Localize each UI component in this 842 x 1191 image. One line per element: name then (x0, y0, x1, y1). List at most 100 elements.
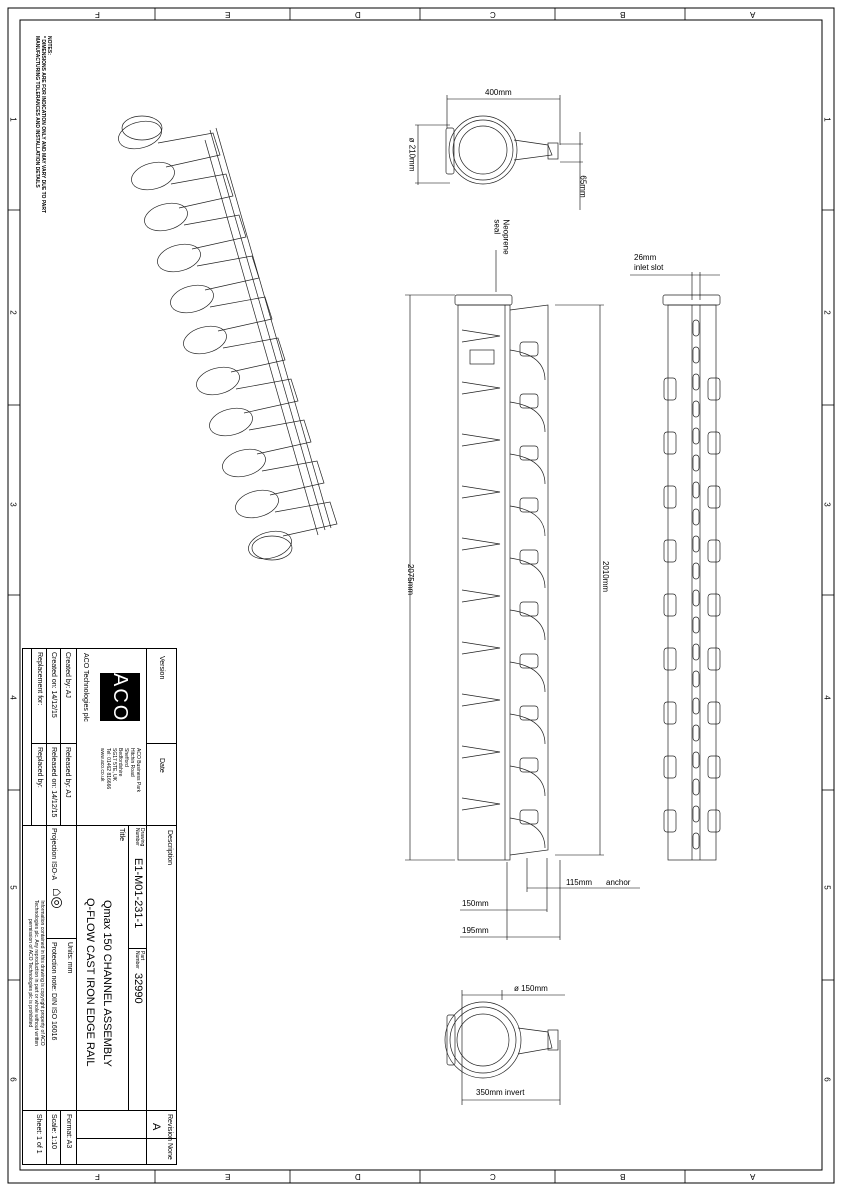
pipe-segment (248, 530, 292, 560)
rib (461, 485, 501, 499)
dim-end-width: 400mm (485, 88, 512, 97)
name-label: None (166, 1143, 173, 1160)
pipe-segment (157, 243, 201, 273)
seal-flange (454, 294, 513, 306)
pipe-segment (131, 161, 175, 191)
notes-line: MANUFACTURING TOLERANCES AND INSTALLATIO… (34, 36, 40, 188)
grid-letter: C (490, 10, 496, 19)
grid-letter: D (355, 1172, 361, 1181)
slot-opening (692, 616, 700, 634)
anchor-lug (519, 393, 539, 409)
side-lug (707, 701, 721, 725)
address-line: Bedfordshire (117, 748, 123, 777)
grid-letter: B (620, 1172, 626, 1181)
description-label: Description (166, 830, 173, 866)
channel-web (248, 419, 312, 455)
dim-outlet-diameter: ø 150mm (514, 984, 548, 993)
label-plate (469, 349, 495, 365)
side-lug (663, 377, 677, 401)
side-lug (707, 485, 721, 509)
dim-anchor-label: anchor (606, 878, 631, 887)
copyright-line: Technologies plc. Any reproduction in pa… (33, 899, 39, 1047)
side-lug (663, 701, 677, 725)
grid-number: 4 (822, 695, 832, 700)
rib (461, 745, 501, 759)
rib (461, 797, 501, 811)
sheet: Sheet: 1 of 1 (35, 1114, 42, 1154)
channel-web (222, 337, 286, 373)
grid-letter: F (95, 10, 100, 19)
grid-letter: E (225, 1172, 231, 1181)
arch (509, 349, 546, 381)
telephone: Tel: 01462 816666 (105, 748, 111, 790)
side-lug (707, 809, 721, 833)
channel-web (170, 173, 234, 209)
projection: Projection ISO-A (50, 828, 57, 881)
rib (461, 641, 501, 655)
copyright-notice: Information contained in this drawing is… (27, 848, 45, 1098)
grid-number: 6 (8, 1077, 18, 1082)
copyright-line: Information contained in this drawing is… (39, 900, 45, 1046)
anchor-lug (519, 809, 539, 825)
pipe-segment (196, 366, 240, 396)
created-on: Created on: 14/12/15 (50, 652, 57, 718)
channel-web (209, 296, 273, 332)
version-label: Version (158, 656, 165, 680)
replaced-by: Replaced by: (36, 747, 43, 788)
slot-opening (692, 697, 700, 715)
slot-opening (692, 454, 700, 472)
edge-rail (215, 127, 332, 529)
slot-opening (692, 427, 700, 445)
dimension-lines (405, 95, 720, 1105)
revision-value: A (150, 1123, 162, 1131)
slot-opening (692, 319, 700, 337)
slot-opening (692, 589, 700, 607)
dim-body-length: 2010mm (601, 560, 611, 593)
slot-opening (692, 481, 700, 499)
channel-body (457, 304, 511, 861)
side-lug (707, 431, 721, 455)
arch (509, 505, 546, 537)
dim-slot: 26mm inlet slot (634, 253, 663, 273)
slot-opening (692, 724, 700, 742)
dim-seal: Neoprene seal (493, 219, 511, 254)
channel-web (196, 255, 260, 291)
pipe-end (121, 115, 163, 141)
grid-letter: E (225, 10, 231, 19)
dim-width-195: 195mm (462, 926, 489, 935)
rib (461, 433, 501, 447)
released-by: Released by: AJ (64, 747, 71, 798)
address-line: SG17 5TE, UK (111, 748, 117, 782)
units: Units: mm (66, 942, 73, 974)
anchor-lug (519, 445, 539, 461)
grid-letter: F (95, 1172, 100, 1181)
notes: NOTES: * DIMENSIONS ARE FOR INDICATION O… (22, 36, 52, 214)
slot-label: inlet slot (634, 263, 664, 272)
title-line-2: Q-FLOW CAST IRON EDGE RAIL (84, 898, 96, 1067)
grid-letter: A (750, 10, 756, 19)
dim-width-150: 150mm (462, 899, 489, 908)
slot-opening (692, 400, 700, 418)
company-name: ACO Technologies plc (82, 653, 89, 722)
grid-number: 2 (8, 310, 18, 315)
end-view-top (445, 115, 559, 185)
dim-end-diameter: ø 210mm (407, 137, 417, 172)
notes-heading: NOTES: (46, 36, 52, 55)
arch (509, 817, 546, 849)
slot-width: 26mm (634, 253, 657, 262)
copyright-line: permission of ACO Technologies plc is pr… (27, 918, 33, 1028)
channel-web (261, 460, 325, 496)
title-block: Version Date Description Revision A None… (22, 648, 177, 1165)
rail-section (509, 304, 549, 856)
slot-opening (692, 535, 700, 553)
revision-label: Revision (166, 1114, 173, 1141)
side-lug (663, 539, 677, 563)
slot-opening (692, 562, 700, 580)
seal-flange (662, 294, 721, 306)
slot-opening (692, 832, 700, 850)
notes-line: * DIMENSIONS ARE FOR INDICATION ONLY AND… (40, 36, 46, 214)
dim-overall-length: 2075mm (406, 563, 416, 596)
slot-opening (692, 643, 700, 661)
side-lug (707, 647, 721, 671)
grid-number: 6 (822, 1077, 832, 1082)
